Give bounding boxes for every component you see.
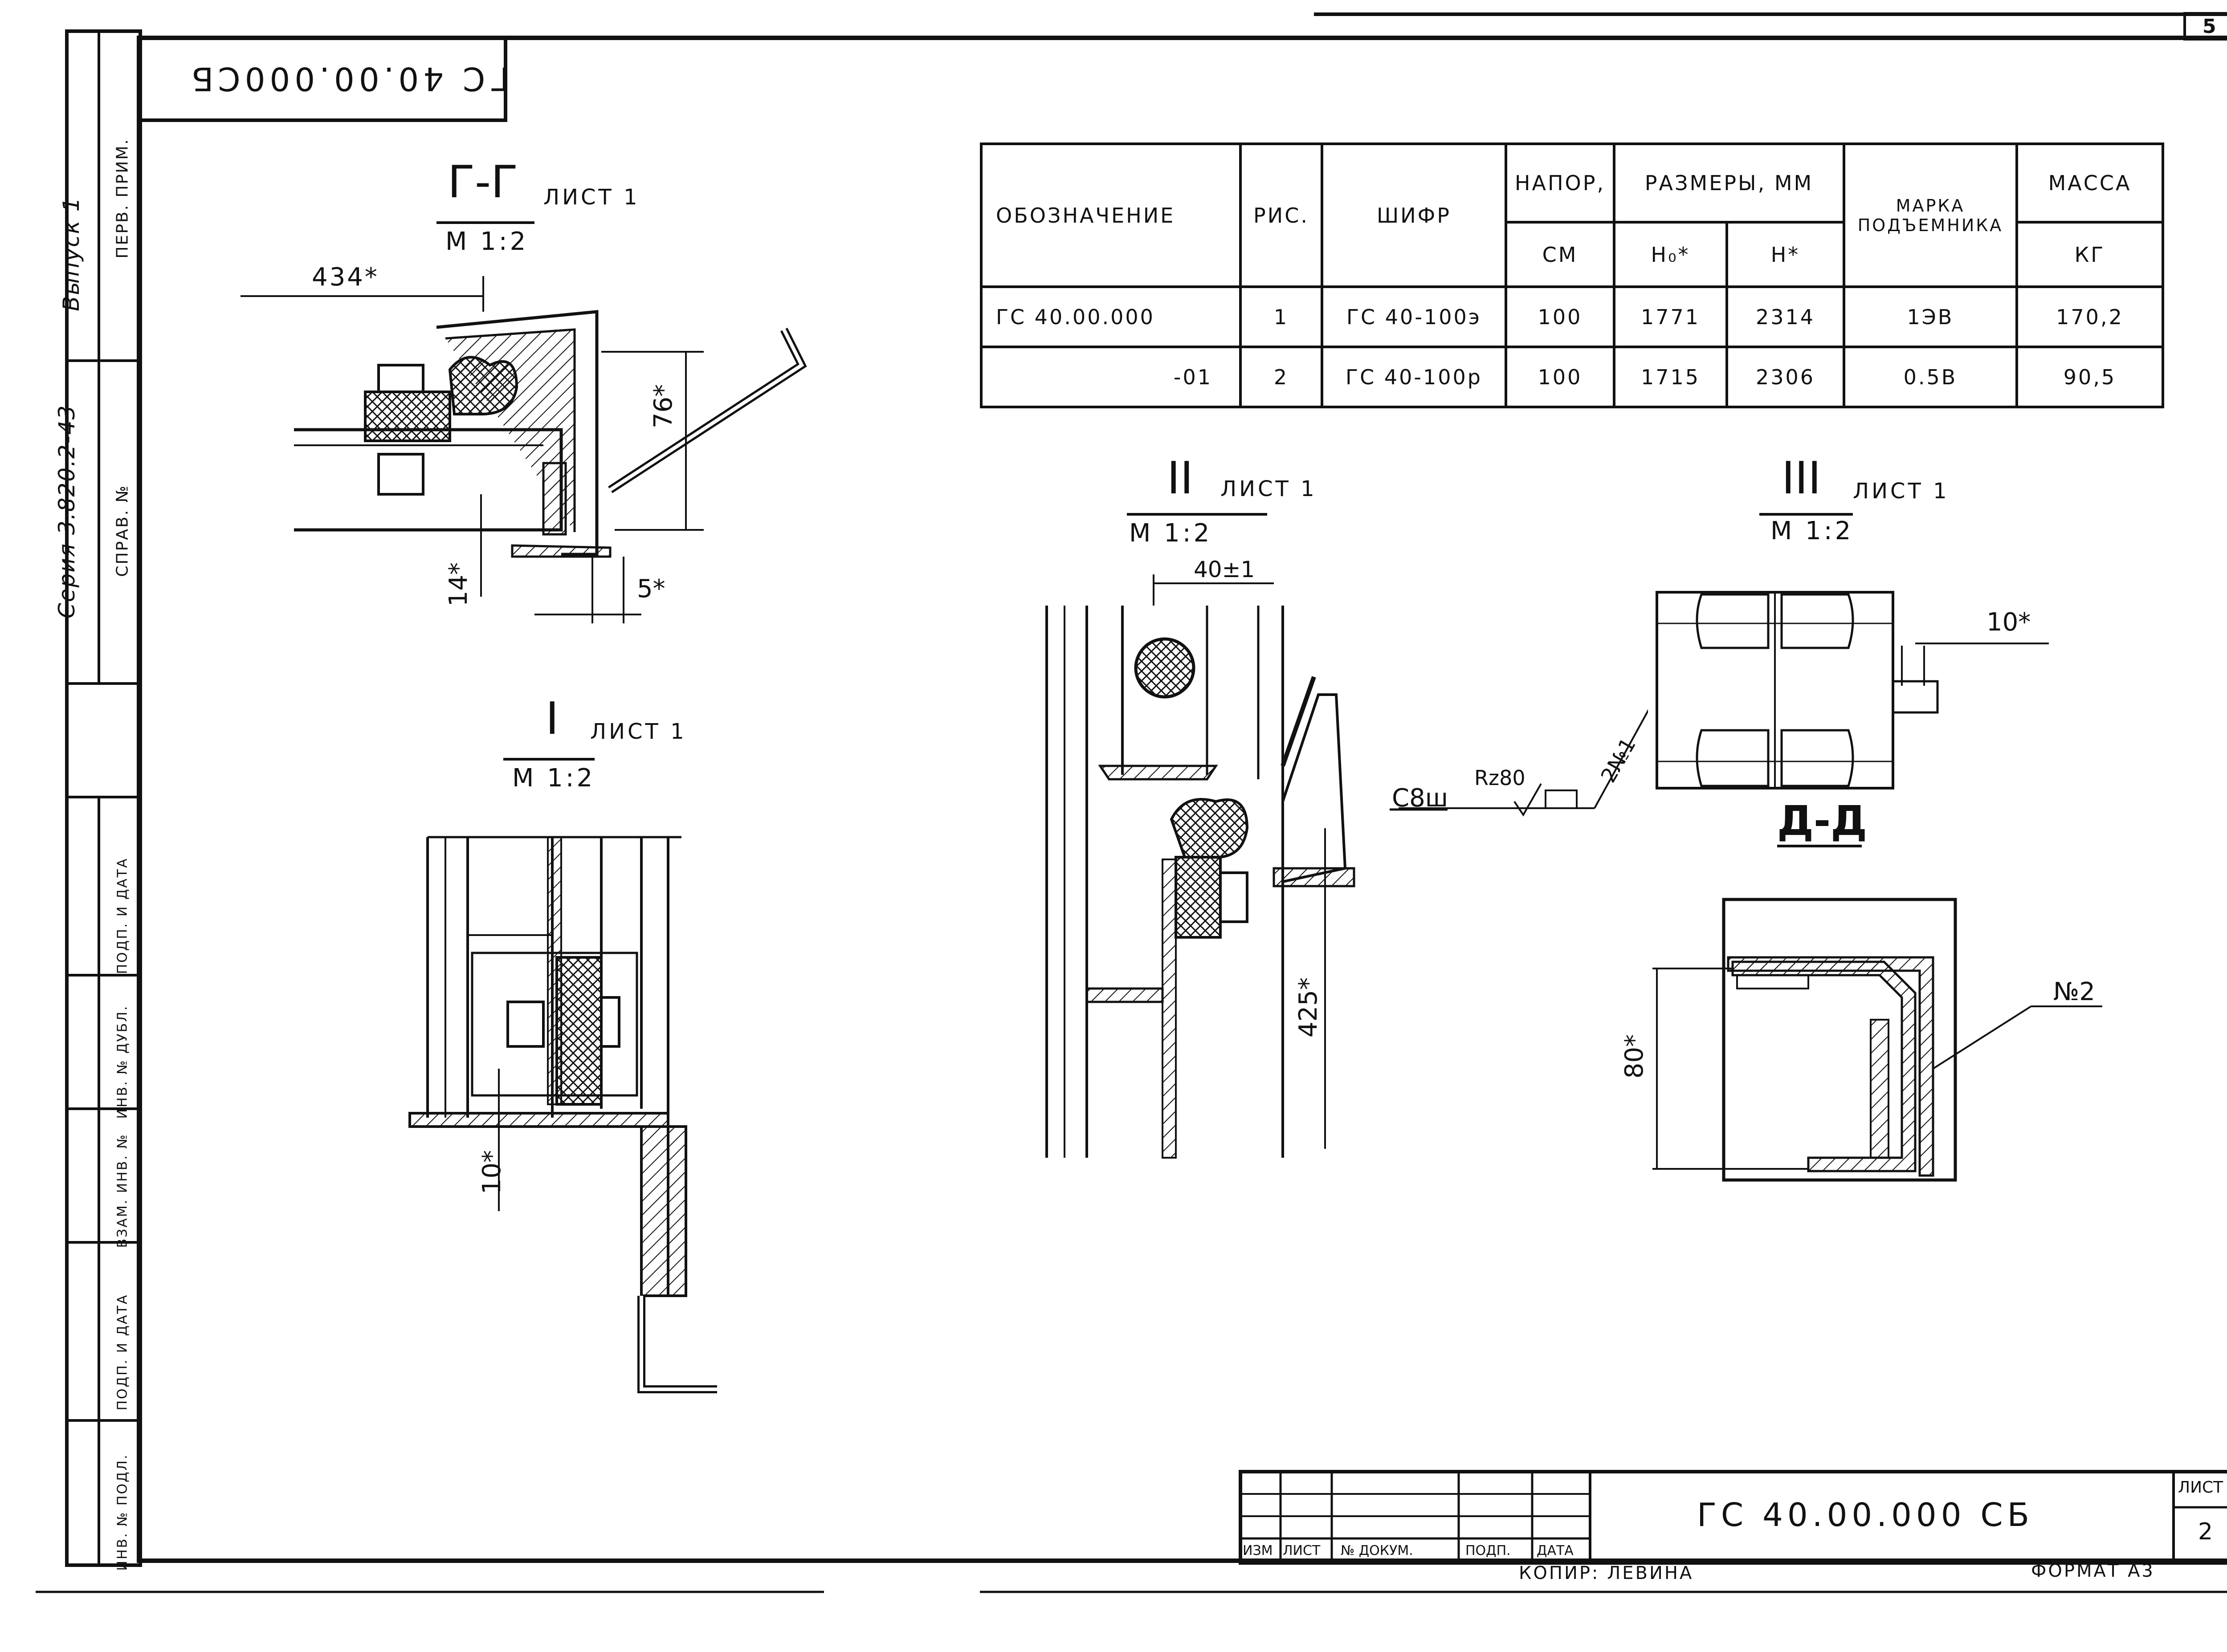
spec-table: ОБОЗНАЧЕНИЕ РИС. ШИФР НАПОР, РАЗМЕРЫ, ММ…: [980, 142, 2164, 408]
view-i-sheet: ЛИСТ 1: [590, 719, 687, 744]
view-gg-scale: М 1:2: [445, 227, 529, 256]
view-iii-title: III: [1782, 452, 1821, 504]
podp-data-label-2: ПОДП. И ДАТА: [114, 1294, 131, 1411]
view-ii-drawing: [1045, 513, 1648, 1159]
header-lift: МАРКА ПОДЪЕМНИКА: [1843, 142, 2018, 288]
view-gg-sheet: ЛИСТ 1: [543, 185, 640, 210]
cell-h0: 1771: [1613, 285, 1728, 348]
view-dd-title: Д-Д: [1777, 797, 1868, 845]
tb-sheet-number: 2: [2198, 1518, 2213, 1545]
cell-lift: 0.5В: [1843, 346, 2018, 408]
tb-col-data: ДАТА: [1537, 1543, 1574, 1558]
inv-dubl-label: ИНВ. № ДУБЛ.: [114, 1005, 131, 1119]
tb-col-doc: № ДОКУМ.: [1341, 1543, 1413, 1558]
inv-podl-label: ИНВ. № ПОДЛ.: [114, 1453, 131, 1571]
cell-h0: 1715: [1613, 346, 1728, 408]
title-block-grid: [1239, 1470, 2227, 1565]
view-dd-drawing: [1652, 845, 2102, 1182]
view-ii-title: II: [1167, 452, 1193, 504]
tb-code: ГС 40.00.000 СБ: [1697, 1496, 2034, 1534]
cell-code: ГС 40-100э: [1321, 285, 1507, 348]
view-ii-sheet: ЛИСТ 1: [1220, 476, 1317, 501]
dim-425: 425*: [1293, 977, 1323, 1038]
cell-head: 100: [1505, 285, 1615, 348]
cell-fig: 2: [1239, 346, 1323, 408]
dim-76: 76*: [649, 384, 678, 429]
cell-code: ГС 40-100р: [1321, 346, 1507, 408]
issue-label: Выпуск 1: [58, 196, 84, 311]
perv-prim-label: ПЕРВ. ПРИМ.: [113, 138, 132, 259]
cell-designation: -01: [980, 346, 1242, 408]
dim-10-i: 10*: [477, 1150, 507, 1195]
sprav-no-label: СПРАВ. №: [113, 484, 132, 577]
roughness-rz: Rz80: [1474, 766, 1525, 790]
view-ii-scale: М 1:2: [1129, 519, 1212, 548]
cell-h: 2306: [1725, 346, 1845, 408]
tb-format: ФОРМАТ А3: [2031, 1561, 2155, 1581]
weld-mark: С8ш: [1392, 784, 1448, 813]
table-row: -01 2 ГС 40-100р 100 1715 2306 0.5В 90,5: [980, 346, 2164, 408]
dim-5: 5*: [637, 574, 665, 603]
header-code: ШИФР: [1321, 142, 1507, 288]
cell-mass: 90,5: [2015, 346, 2164, 408]
rotated-code: ГС 40.00.000СБ: [187, 60, 510, 98]
view-i-title: I: [546, 692, 559, 745]
view-i-drawing: [408, 758, 717, 1393]
callout-no2: №2: [2053, 977, 2095, 1006]
dim-10-iii: 10*: [1986, 608, 2031, 637]
view-i-scale: М 1:2: [512, 764, 595, 793]
header-head: НАПОР,: [1505, 142, 1615, 224]
dim-434: 434*: [312, 263, 379, 292]
view-gg-drawing: [241, 221, 807, 623]
dim-40: 40±1: [1194, 557, 1255, 582]
cell-designation: ГС 40.00.000: [980, 285, 1242, 348]
view-iii-sheet: ЛИСТ 1: [1853, 479, 1950, 504]
cell-fig: 1: [1239, 285, 1323, 348]
dim-14: 14*: [444, 562, 473, 607]
series-label: Серия 3.820.2-43: [54, 404, 80, 618]
tb-copied-by: КОПИР: ЛЕВИНА: [1519, 1563, 1694, 1583]
podp-data-label-1: ПОДП. И ДАТА: [114, 857, 131, 974]
tb-col-izm: ИЗМ: [1243, 1543, 1273, 1558]
cell-lift: 1ЭВ: [1843, 285, 2018, 348]
tb-col-podp: ПОДП.: [1465, 1543, 1511, 1558]
header-h0: H₀*: [1613, 221, 1728, 288]
header-head-unit: СМ: [1505, 221, 1615, 288]
vzam-inv-label: ВЗАМ. ИНВ. №: [114, 1133, 131, 1248]
header-sizes: РАЗМЕРЫ, ММ: [1613, 142, 1845, 224]
cell-mass: 170,2: [2015, 285, 2164, 348]
header-mass: МАССА: [2015, 142, 2164, 224]
view-iii-scale: М 1:2: [1770, 517, 1854, 545]
view-gg-title: Г-Г: [448, 156, 518, 208]
tb-col-list: ЛИСТ: [1283, 1543, 1321, 1558]
tb-sheet-label: ЛИСТ: [2178, 1478, 2223, 1497]
cell-h: 2314: [1725, 285, 1845, 348]
header-fig: РИС.: [1239, 142, 1323, 288]
dim-80: 80*: [1620, 1034, 1649, 1079]
view-iii-drawing: [1656, 513, 2049, 789]
page-number: 5: [2203, 15, 2216, 38]
header-h: H*: [1725, 221, 1845, 288]
header-designation: ОБОЗНАЧЕНИЕ: [980, 142, 1242, 288]
cell-head: 100: [1505, 346, 1615, 408]
header-mass-unit: КГ: [2015, 221, 2164, 288]
table-row: ГС 40.00.000 1 ГС 40-100э 100 1771 2314 …: [980, 285, 2164, 348]
